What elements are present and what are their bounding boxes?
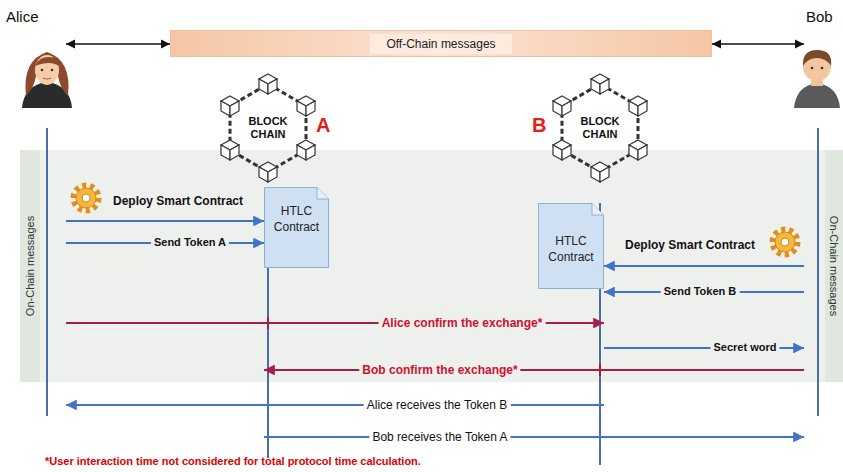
blockchain-node: BLOCK CHAINA <box>236 110 300 146</box>
message-arrow <box>66 43 170 44</box>
message-arrow <box>264 369 804 371</box>
gear-icon <box>773 230 797 254</box>
node-text: Alice <box>6 8 39 25</box>
message-label: Send Token A <box>151 236 229 249</box>
lifeline <box>817 128 819 416</box>
node-heading: B <box>532 114 546 137</box>
message-label: Bob confirm the exchange* <box>359 363 520 377</box>
bob-figure <box>794 50 840 108</box>
blockchain-node: BLOCK CHAINB <box>568 110 632 146</box>
message-label: Alice confirm the exchange* <box>379 316 546 330</box>
node-text: HTLC Contract <box>538 233 604 265</box>
message-label: Bob receives the Token A <box>369 430 510 444</box>
node-text: HTLC Contract <box>264 203 329 235</box>
off-chain-band: Off-Chain messages <box>170 30 712 57</box>
message-label: Alice receives the Token B <box>364 398 511 412</box>
on-chain-band: On-Chain messages <box>825 150 843 382</box>
message-label: Deploy Smart Contract <box>110 194 246 208</box>
htlc-contract: HTLC Contract <box>264 187 329 268</box>
message-arrow <box>604 265 804 267</box>
message-arrow <box>712 43 804 44</box>
gear-icon <box>74 186 98 210</box>
htlc-contract: HTLC Contract <box>538 203 604 289</box>
node-text: BLOCK CHAIN <box>568 115 632 140</box>
node-text: On-Chain messages <box>828 216 840 316</box>
node-text: Bob <box>806 8 833 25</box>
on-chain-ground <box>20 150 843 382</box>
node-text: On-Chain messages <box>24 216 36 316</box>
node-text: BLOCK CHAIN <box>236 115 300 140</box>
message-label: Secret word <box>711 341 780 354</box>
blockchain-icon <box>221 74 315 182</box>
message-arrow <box>66 404 604 406</box>
blockchain-icon <box>553 74 647 182</box>
message-label: Deploy Smart Contract <box>622 238 758 252</box>
message-label: Send Token B <box>661 285 740 298</box>
node-text: Off-Chain messages <box>370 34 511 54</box>
lifeline <box>46 128 48 416</box>
node-heading: A <box>316 114 330 137</box>
on-chain-band: On-Chain messages <box>20 150 40 382</box>
alice-figure <box>22 52 72 108</box>
message-arrow <box>264 436 804 438</box>
footnote: *User interaction time not considered fo… <box>45 455 421 467</box>
message-arrow <box>66 220 264 222</box>
